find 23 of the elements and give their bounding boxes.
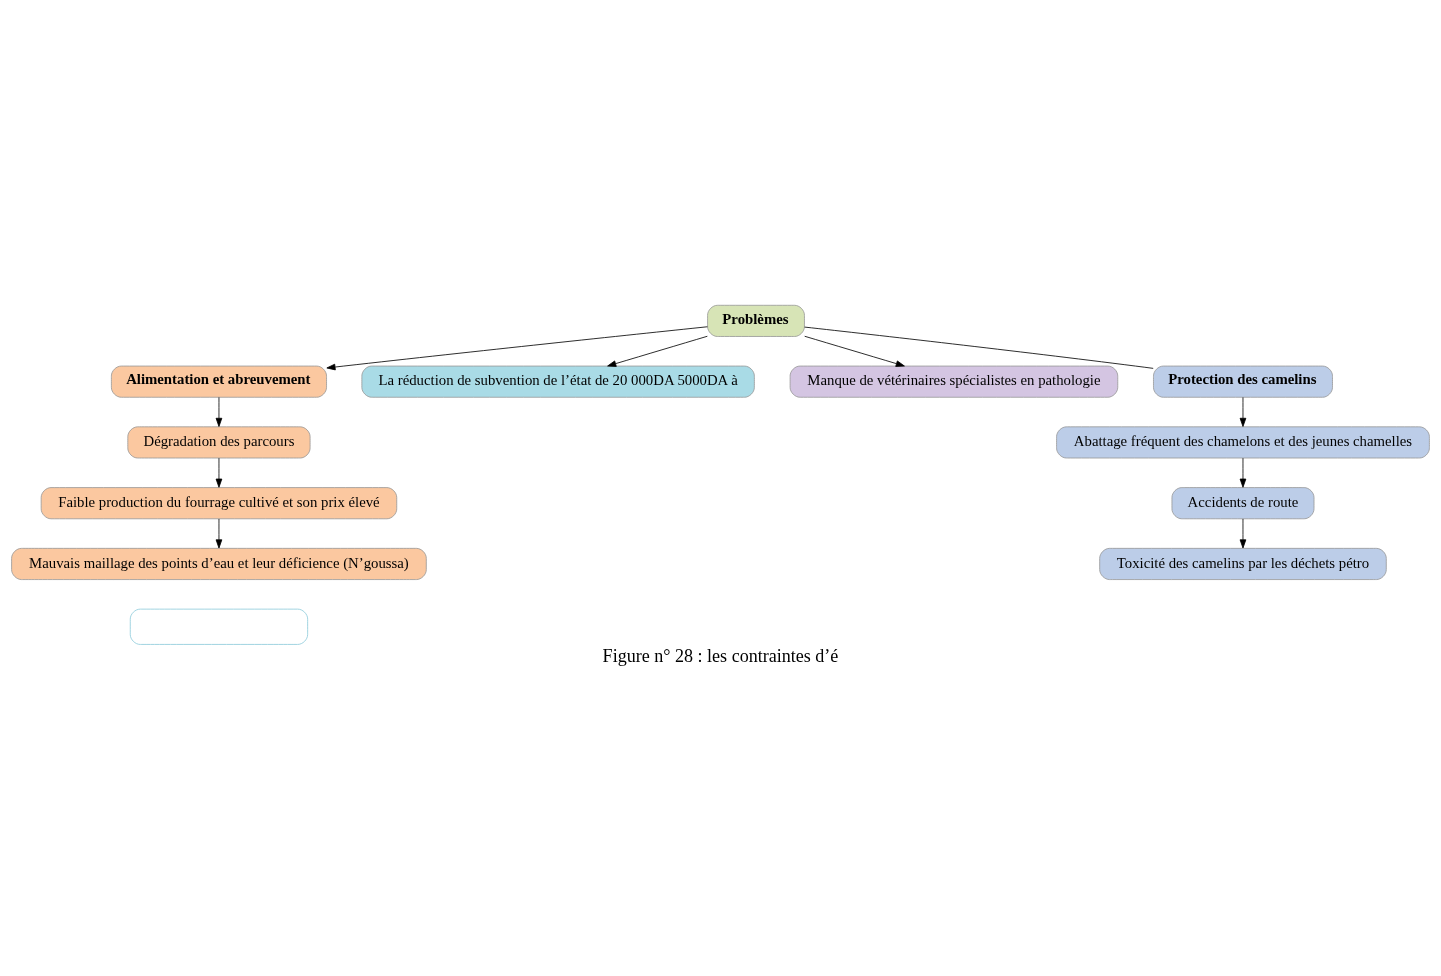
arrow xyxy=(1239,518,1247,549)
connector xyxy=(804,326,1154,369)
arrow xyxy=(215,397,223,427)
arrow xyxy=(1239,397,1247,427)
node-box: Mauvais maillage des points d’eau et leur déficience (N’goussa) xyxy=(11,547,427,580)
arrow xyxy=(215,518,223,549)
node-box: Toxicité des camelins par les déchets pétro xyxy=(1099,547,1387,580)
node-box: Dégradation des parcours xyxy=(127,426,311,459)
node-box: Abattage fréquent des chamelons et des jeunes chamelles xyxy=(1056,426,1430,459)
node-box: La réduction de subvention de l’état de 20 000DA 5000DA à xyxy=(361,365,755,398)
node-box: Accidents de route xyxy=(1171,487,1315,520)
node-box: Problèmes xyxy=(707,304,805,337)
arrow xyxy=(326,326,708,371)
node-box: Protection des camelins xyxy=(1153,365,1333,398)
arrow xyxy=(215,457,223,488)
node-box: Manque de vétérinaires spécialistes en pathologie xyxy=(789,365,1119,398)
arrow xyxy=(804,335,905,367)
node-box: Faible production du fourrage cultivé et son prix élevé xyxy=(40,487,398,520)
node-box xyxy=(129,608,309,645)
caption: Figure n° 28 : les contraintes d’é xyxy=(602,646,839,667)
arrow xyxy=(1239,457,1247,488)
node-box: Alimentation et abreuvement xyxy=(110,365,327,398)
arrow xyxy=(607,335,708,367)
